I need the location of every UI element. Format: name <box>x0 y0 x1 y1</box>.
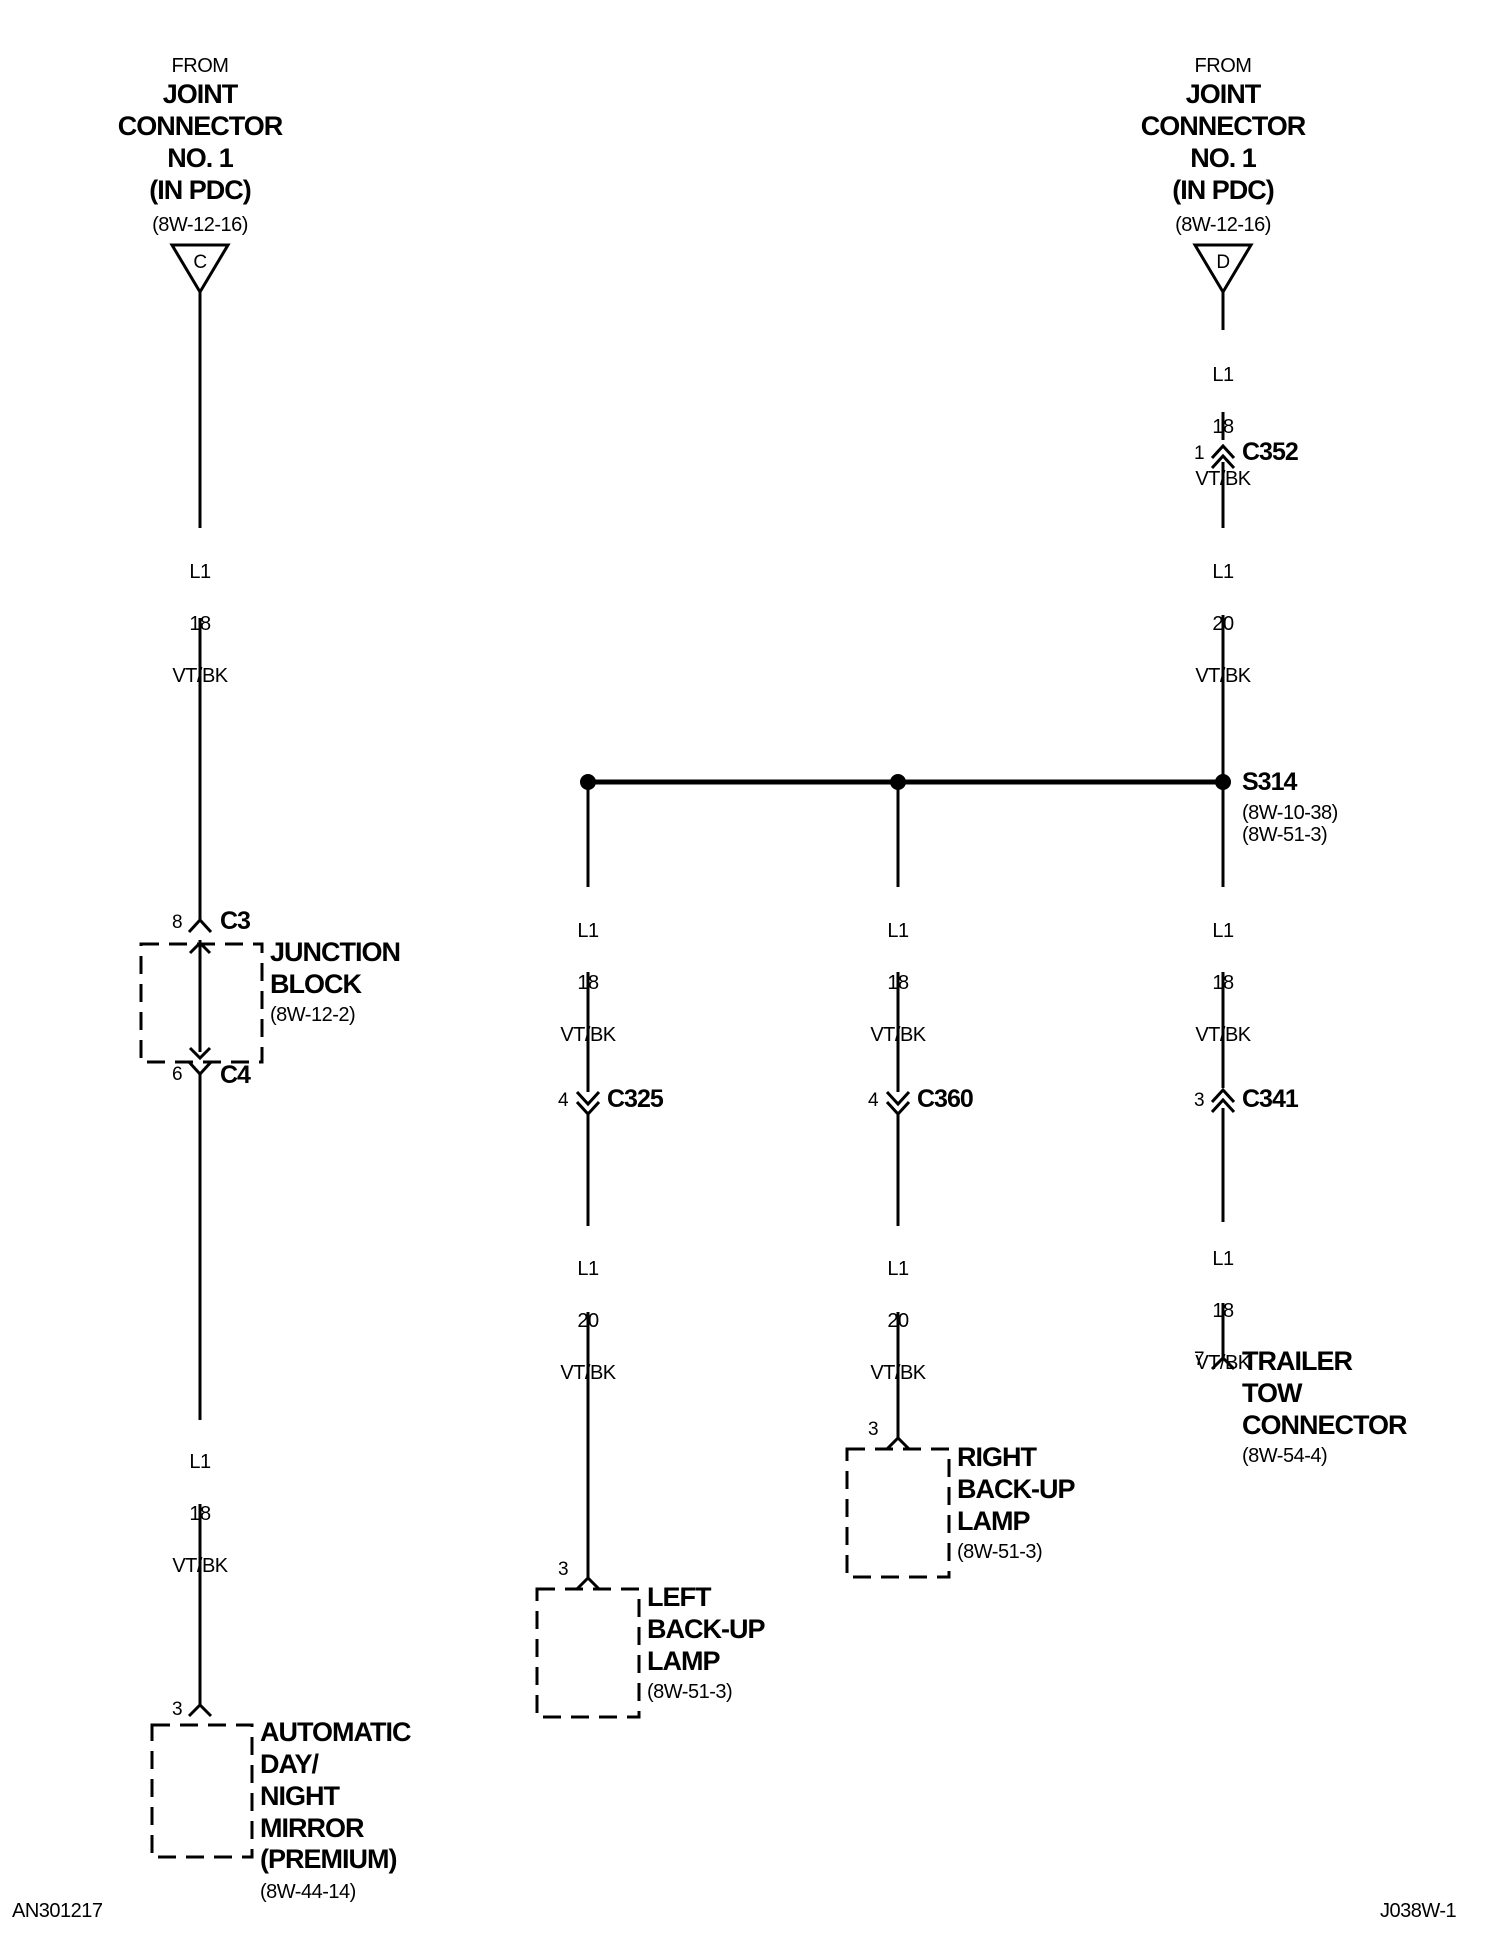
wire-gauge: 20 <box>1212 613 1234 635</box>
wire-color: VT/BK <box>1195 1024 1251 1046</box>
left-lamp-pin-symbol <box>575 1575 601 1591</box>
source-d-from: FROM <box>1194 55 1252 77</box>
c341-label: C341 <box>1242 1085 1299 1113</box>
right-lamp-pin: 3 <box>868 1419 879 1440</box>
right-lamp-pin-symbol <box>885 1435 911 1451</box>
wire-gauge: 18 <box>887 972 909 994</box>
wire-circuit: L1 <box>1212 561 1234 583</box>
wire-circuit: L1 <box>189 561 211 583</box>
wire-label-branch1-lower: L1 20 VT/BK <box>543 1230 633 1412</box>
wire-color: VT/BK <box>560 1024 616 1046</box>
wire-circuit: L1 <box>1212 364 1234 386</box>
left-lamp-box <box>535 1587 641 1719</box>
mirror-name: AUTOMATIC DAY/ NIGHT MIRROR (PREMIUM) <box>260 1717 411 1875</box>
right-lamp-box <box>845 1447 951 1579</box>
mirror-pin-symbol <box>187 1702 213 1718</box>
c3-pin: 8 <box>172 912 183 933</box>
mirror-pin: 3 <box>172 1699 183 1720</box>
trailer-pin-symbol <box>1210 1355 1236 1371</box>
c352-pin: 1 <box>1194 443 1205 464</box>
wire-gauge: 18 <box>189 613 211 635</box>
source-d-name: JOINT CONNECTOR NO. 1 (IN PDC) <box>1140 79 1307 205</box>
mirror-ref: (8W-44-14) <box>260 1881 356 1903</box>
trailer-pin: 7 <box>1194 1349 1205 1370</box>
wire-circuit: L1 <box>189 1451 211 1473</box>
wire-gauge: 20 <box>887 1310 909 1332</box>
junction-block-name: JUNCTION BLOCK <box>270 937 401 999</box>
splice-dot-s314 <box>1215 774 1231 790</box>
c360-connector-symbol <box>885 1090 911 1117</box>
c4-connector-symbol <box>187 1060 213 1077</box>
c360-pin: 4 <box>868 1090 879 1111</box>
splice-dot-2 <box>890 774 906 790</box>
wire-label-right-mid: L1 20 VT/BK <box>1178 533 1268 715</box>
wire-circuit: L1 <box>577 1258 599 1280</box>
wire-label-branch2-lower: L1 20 VT/BK <box>853 1230 943 1412</box>
left-lamp-ref: (8W-51-3) <box>647 1681 733 1703</box>
c352-label: C352 <box>1242 438 1299 466</box>
wire-circuit: L1 <box>1212 1248 1234 1270</box>
wire-label-branch1-upper: L1 18 VT/BK <box>543 892 633 1074</box>
wire-circuit: L1 <box>1212 920 1234 942</box>
junction-block-ref: (8W-12-2) <box>270 1004 356 1026</box>
left-lamp-name: LEFT BACK-UP LAMP <box>647 1582 765 1676</box>
wire-color: VT/BK <box>172 1555 228 1577</box>
c3-connector-symbol <box>187 917 213 934</box>
wire-label-left-upper: L1 18 VT/BK <box>155 533 245 715</box>
wire-label-branch3-lower: L1 18 VT/BK <box>1178 1220 1268 1402</box>
wire-circuit: L1 <box>887 920 909 942</box>
wire-circuit: L1 <box>887 1258 909 1280</box>
c4-label: C4 <box>220 1061 251 1089</box>
source-c-triangle <box>169 243 231 295</box>
junction-block-box <box>139 942 264 1064</box>
source-d-letter: D <box>1216 252 1230 273</box>
splice-dot-1 <box>580 774 596 790</box>
wire-gauge: 18 <box>1212 1300 1234 1322</box>
source-c-ref: (8W-12-16) <box>152 214 248 236</box>
source-d-triangle <box>1192 243 1254 295</box>
wire-label-left-lower: L1 18 VT/BK <box>155 1423 245 1605</box>
wire-gauge: 18 <box>1212 972 1234 994</box>
c4-pin: 6 <box>172 1064 183 1085</box>
wire-label-right-top: L1 18 VT/BK <box>1178 336 1268 518</box>
footer-right-id: J038W-1 <box>1380 1900 1457 1922</box>
wire-color: VT/BK <box>1195 665 1251 687</box>
c4-inner-chevron <box>188 1046 212 1061</box>
splice-s314-refs: (8W-10-38) (8W-51-3) <box>1242 802 1338 847</box>
source-c-from: FROM <box>171 55 229 77</box>
wire-label-branch3-upper: L1 18 VT/BK <box>1178 892 1268 1074</box>
c325-label: C325 <box>607 1085 664 1113</box>
wire-gauge: 18 <box>577 972 599 994</box>
wire-circuit: L1 <box>577 920 599 942</box>
footer-left-id: AN301217 <box>12 1900 103 1922</box>
left-lamp-pin: 3 <box>558 1559 569 1580</box>
wire-color: VT/BK <box>1195 468 1251 490</box>
c325-pin: 4 <box>558 1090 569 1111</box>
source-c-name: JOINT CONNECTOR NO. 1 (IN PDC) <box>117 79 284 205</box>
splice-s314-label: S314 <box>1242 768 1297 796</box>
c360-label: C360 <box>917 1085 974 1113</box>
right-lamp-ref: (8W-51-3) <box>957 1541 1043 1563</box>
mirror-box <box>150 1723 254 1859</box>
wire-color: VT/BK <box>560 1362 616 1384</box>
wire-gauge: 20 <box>577 1310 599 1332</box>
c325-connector-symbol <box>575 1090 601 1117</box>
c352-connector-symbol <box>1210 443 1236 470</box>
wire-color: VT/BK <box>870 1362 926 1384</box>
source-c-letter: C <box>193 252 207 273</box>
wire-gauge: 18 <box>1212 416 1234 438</box>
c341-connector-symbol <box>1210 1087 1236 1114</box>
trailer-name: TRAILER TOW CONNECTOR <box>1242 1346 1408 1440</box>
right-lamp-name: RIGHT BACK-UP LAMP <box>957 1442 1075 1536</box>
wire-color: VT/BK <box>870 1024 926 1046</box>
c3-label: C3 <box>220 907 251 935</box>
trailer-ref: (8W-54-4) <box>1242 1445 1328 1467</box>
wire-color: VT/BK <box>172 665 228 687</box>
c341-pin: 3 <box>1194 1090 1205 1111</box>
wire-gauge: 18 <box>189 1503 211 1525</box>
wire-color: VT/BK <box>1195 1352 1251 1374</box>
source-d-ref: (8W-12-16) <box>1175 214 1271 236</box>
wire-label-branch2-upper: L1 18 VT/BK <box>853 892 943 1074</box>
